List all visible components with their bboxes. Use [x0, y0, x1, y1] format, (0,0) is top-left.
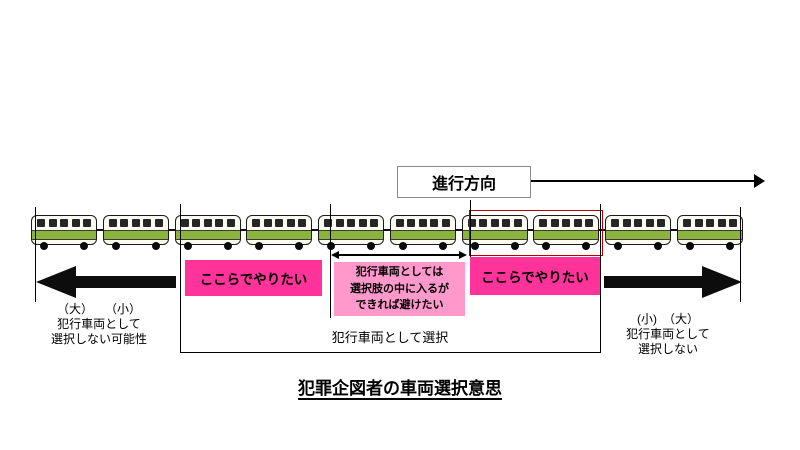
left-annotation-line1: （大） （小）	[56, 302, 141, 316]
train-row	[31, 215, 744, 251]
want-here-left-label: ここらでやりたい	[199, 272, 308, 287]
double-arrow	[331, 249, 467, 261]
avoid-box-line3: できれば避けたい	[355, 299, 444, 312]
direction-label: 進行方向	[431, 176, 496, 193]
train-coupler	[96, 215, 104, 245]
section-divider	[330, 204, 331, 318]
train-car	[605, 215, 672, 250]
avoid-box: 犯行車両としては 選択肢の中に入るが できれば避けたい	[334, 262, 465, 316]
right-annotation-line1: (小) （大）	[637, 312, 699, 326]
center-annotation: 犯行車両として選択	[331, 330, 449, 345]
arrow-left-shaft	[76, 276, 176, 288]
left-annotation: （大） （小） 犯行車両として 選択しない可能性	[38, 302, 160, 347]
want-here-right-box: ここらでやりたい	[470, 257, 600, 295]
train-coupler	[670, 215, 678, 245]
section-divider	[35, 207, 36, 302]
train-car	[389, 215, 456, 250]
direction-label-box: 進行方向	[397, 166, 531, 198]
right-annotation-line3: 選択しない	[637, 342, 698, 356]
double-arrow-right-head	[459, 251, 467, 259]
train-coupler	[454, 215, 463, 245]
train-coupler	[167, 215, 176, 245]
train-car	[102, 215, 169, 250]
direction-arrow-head	[754, 174, 765, 188]
train-car	[174, 215, 241, 250]
diagram-title: 犯罪企図者の車両選択意思	[0, 374, 800, 399]
arrow-right-head	[702, 266, 742, 298]
avoid-box-line1: 犯行車両としては	[355, 266, 444, 279]
train-coupler	[311, 215, 319, 245]
section-divider	[470, 200, 471, 258]
double-arrow-line	[335, 254, 463, 256]
selection-bracket-line	[180, 352, 601, 353]
left-annotation-line3: 選択しない可能性	[50, 332, 147, 346]
avoid-box-line2: 選択肢の中に入るが	[350, 282, 449, 295]
train-car	[31, 215, 97, 250]
section-divider	[600, 204, 601, 352]
arrow-left-head	[36, 266, 76, 298]
arrow-right-shaft	[604, 276, 702, 288]
direction-arrow-line	[529, 180, 756, 182]
diagram-title-text: 犯罪企図者の車両選択意思	[298, 379, 502, 398]
target-cars-highlight	[469, 210, 603, 256]
right-annotation-line2: 犯行車両として	[626, 327, 710, 341]
arrow-right	[604, 266, 742, 298]
train-car	[318, 215, 385, 250]
direction-arrow	[529, 174, 765, 188]
train-coupler	[239, 215, 248, 245]
train-car	[533, 215, 600, 250]
train-car	[246, 215, 313, 250]
want-here-right-label: ここらでやりたい	[481, 270, 589, 285]
train-car	[677, 215, 744, 250]
section-divider	[180, 204, 181, 352]
want-here-left-box: ここらでやりたい	[185, 260, 322, 296]
arrow-left	[36, 266, 176, 298]
left-annotation-line2: 犯行車両として	[57, 317, 141, 331]
right-annotation: (小) （大） 犯行車両として 選択しない	[608, 312, 728, 357]
train-car	[461, 215, 528, 250]
train-coupler	[526, 215, 535, 245]
train-coupler	[383, 215, 391, 245]
section-divider	[740, 207, 741, 302]
